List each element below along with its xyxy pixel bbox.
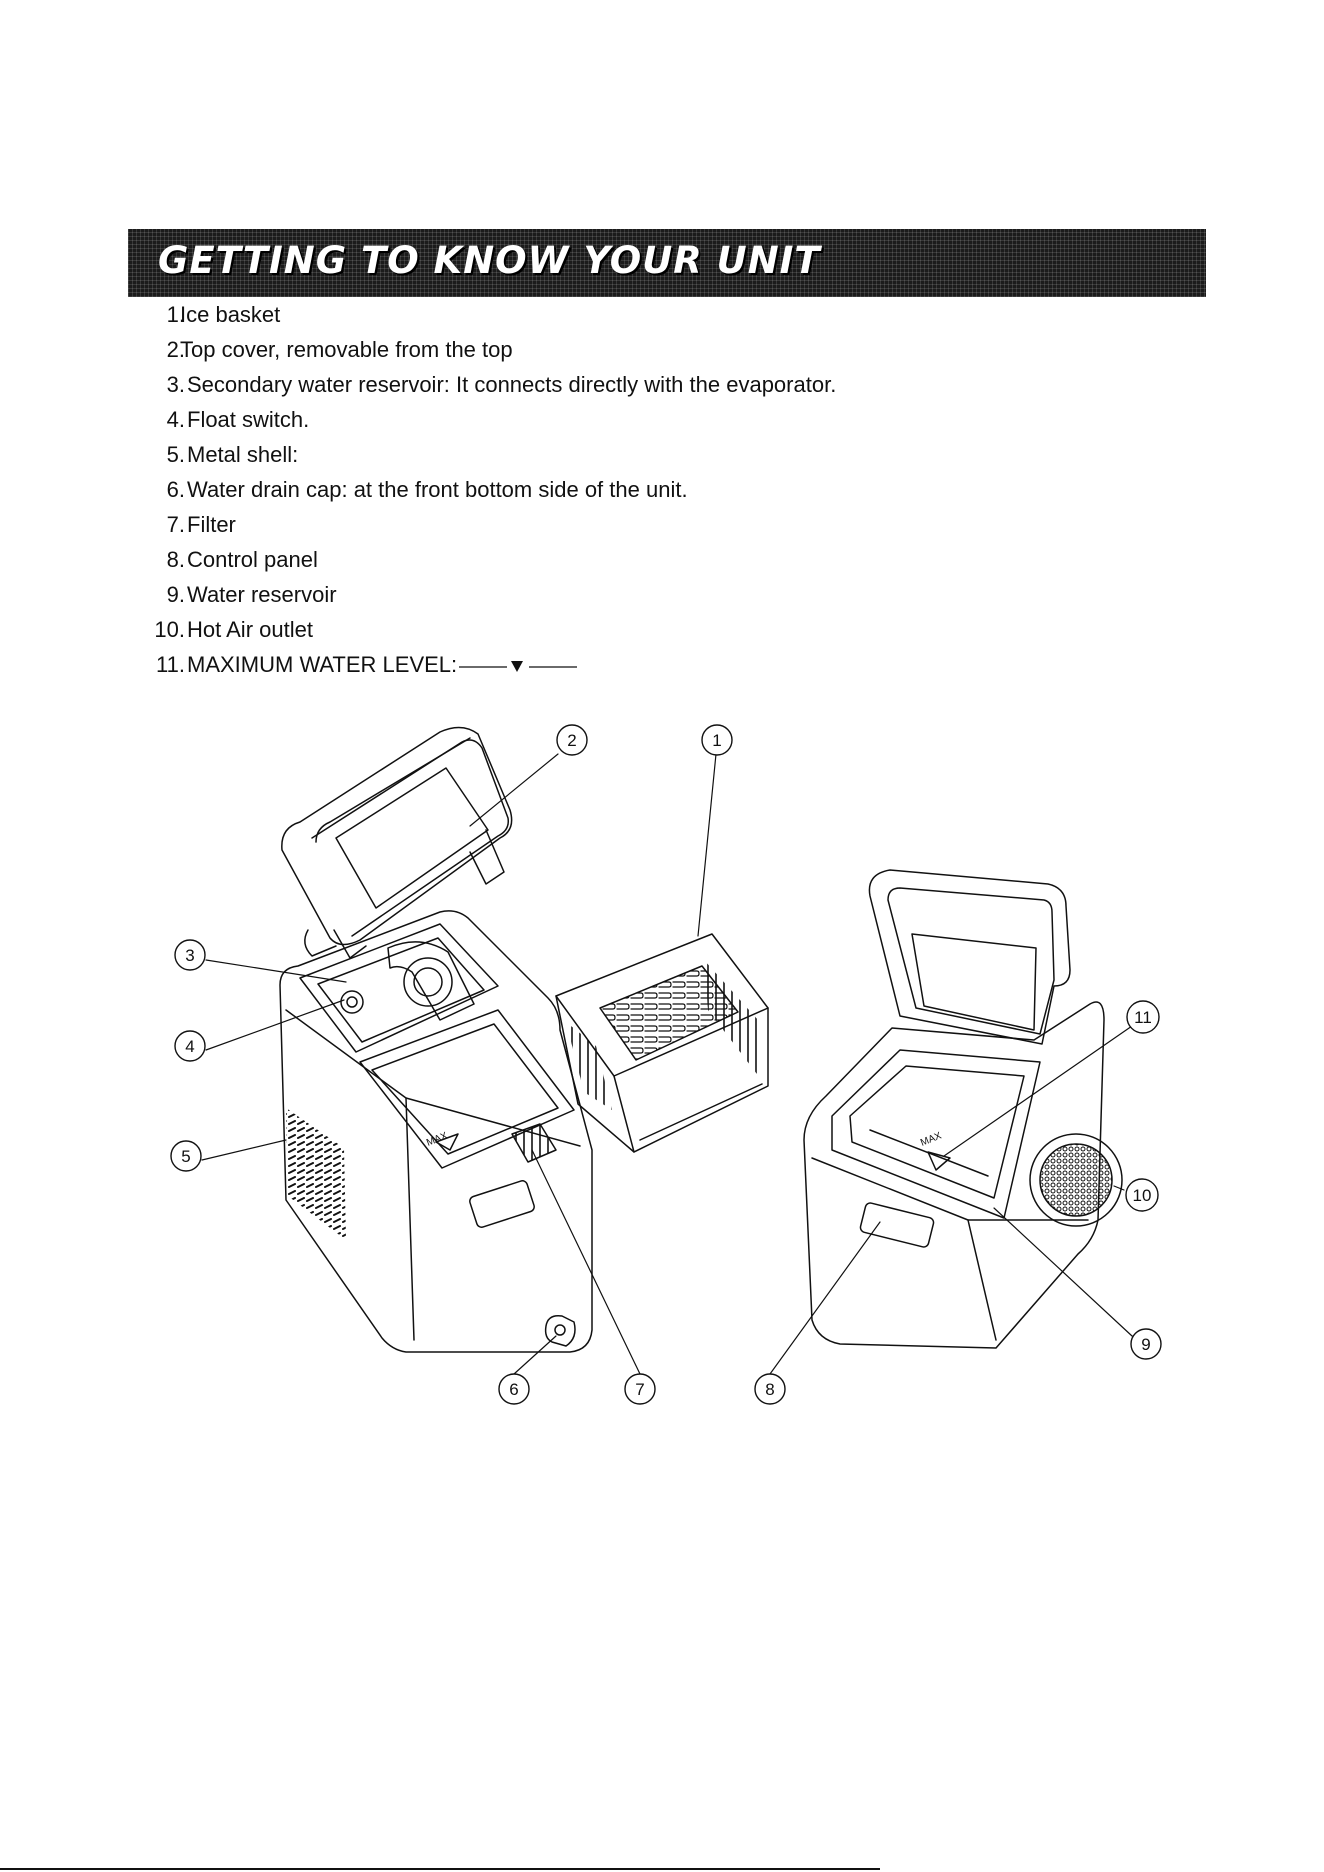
item-label: Control panel: [187, 547, 318, 572]
list-item: 4.Float switch.: [0, 405, 1000, 435]
section-title: GETTING TO KNOW YOUR UNIT: [158, 239, 821, 282]
item-label: Water drain cap: at the front bottom sid…: [187, 477, 688, 502]
list-item: 7.Filter: [0, 510, 1000, 540]
item-label: Hot Air outlet: [187, 617, 313, 642]
page-footer-rule: [0, 1868, 880, 1870]
item-number: 7.: [166, 512, 185, 537]
filter: [511, 1123, 557, 1163]
top-cover: [281, 726, 513, 959]
item-number: 10.: [154, 617, 185, 642]
item-label: Filter: [187, 512, 236, 537]
callouts: 1 2 3 4 5 6 7 8 9 10 11: [170, 724, 1162, 1405]
svg-text:7: 7: [635, 1380, 644, 1399]
svg-text:10: 10: [1133, 1186, 1152, 1205]
item-label: Secondary water reservoir: It connects d…: [187, 372, 837, 397]
list-item: 6.Water drain cap: at the front bottom s…: [0, 475, 1000, 505]
item-number: 9.: [166, 582, 185, 607]
water-drain-cap: [544, 1314, 576, 1347]
list-item: 5.Metal shell:: [0, 440, 1000, 470]
callout-10: 10: [1125, 1178, 1159, 1212]
item-number: 11.: [156, 652, 185, 677]
list-item: 10.Hot Air outlet: [0, 615, 1000, 645]
svg-text:8: 8: [765, 1380, 774, 1399]
item-number: 5.: [166, 442, 185, 467]
float-switch: [340, 990, 364, 1014]
item-number: 3.: [166, 372, 185, 397]
leader-lines: [201, 753, 1133, 1375]
max-label-right: MAX: [919, 1130, 944, 1148]
section-header: GETTING TO KNOW YOUR UNIT: [128, 229, 1206, 297]
item-label: Metal shell:: [187, 442, 299, 467]
item-label: MAXIMUM WATER LEVEL:: [187, 650, 578, 680]
item-label: Water reservoir: [187, 582, 337, 607]
list-item: 9.Water reservoir: [0, 580, 1000, 610]
right-unit: [803, 869, 1123, 1349]
item-number: 4.: [166, 407, 185, 432]
item-label: Top cover, removable from the top: [180, 337, 513, 362]
item-number: 8.: [166, 547, 185, 572]
max-level-icon: [459, 661, 578, 673]
callout-11: 11: [1126, 1000, 1160, 1034]
left-unit: [279, 726, 593, 1353]
callout-1: 1: [701, 724, 733, 756]
item-number: 6.: [166, 477, 185, 502]
item-number: 1.: [166, 302, 185, 327]
control-panel: [859, 1202, 935, 1248]
svg-text:9: 9: [1141, 1335, 1150, 1354]
list-item: 8.Control panel: [0, 545, 1000, 575]
svg-text:4: 4: [185, 1037, 194, 1056]
callout-6: 6: [498, 1373, 530, 1405]
callout-9: 9: [1130, 1328, 1162, 1360]
svg-text:6: 6: [509, 1380, 518, 1399]
list-item: 1.Ice basket: [0, 300, 1000, 330]
callout-4: 4: [174, 1030, 206, 1062]
callout-8: 8: [754, 1373, 786, 1405]
list-item: 11.MAXIMUM WATER LEVEL:: [0, 650, 1000, 680]
ice-basket: [555, 933, 769, 1153]
hot-air-outlet: [1029, 1133, 1123, 1227]
item-label-text: MAXIMUM WATER LEVEL:: [187, 652, 458, 677]
svg-text:11: 11: [1134, 1008, 1152, 1027]
item-label: Ice basket: [180, 302, 281, 327]
item-label: Float switch.: [187, 407, 310, 432]
svg-text:2: 2: [567, 731, 576, 750]
svg-text:3: 3: [185, 946, 194, 965]
list-item: 3.Secondary water reservoir: It connects…: [0, 370, 1000, 400]
list-item: 2.Top cover, removable from the top: [0, 335, 1000, 365]
control-panel: [469, 1180, 535, 1228]
callout-7: 7: [624, 1373, 656, 1405]
svg-text:1: 1: [712, 731, 721, 750]
item-number: 2.: [166, 337, 185, 362]
callout-2: 2: [556, 724, 588, 756]
svg-text:5: 5: [181, 1147, 190, 1166]
metal-shell: [279, 910, 593, 1353]
callout-3: 3: [174, 939, 206, 971]
callout-5: 5: [170, 1140, 202, 1172]
